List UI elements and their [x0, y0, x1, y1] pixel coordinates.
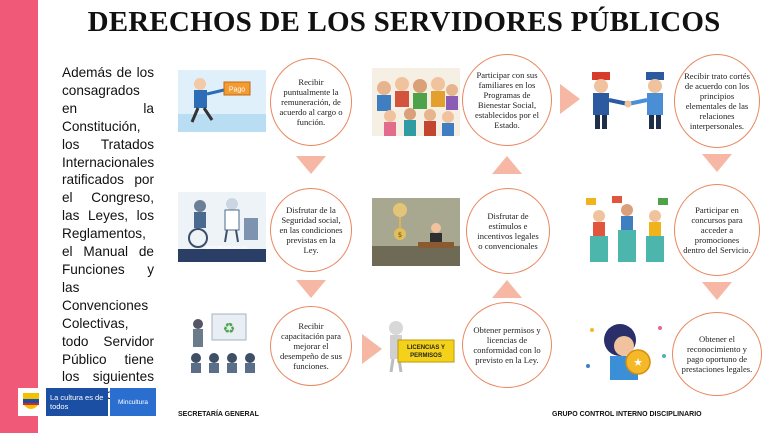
- bubble-text: Recibir trato cortés de acuerdo con los …: [684, 71, 750, 131]
- bubble-capacitacion: Recibir capacitación para mejorar el des…: [270, 306, 352, 386]
- ministry-name: Mincultura: [110, 388, 156, 416]
- bubble-text: Obtener el reconocimiento y pago oportun…: [681, 334, 753, 374]
- culture-logo: La cultura es de todos Mincultura: [18, 388, 156, 416]
- bubble-permisos: Obtener permisos y licencias de conformi…: [462, 302, 552, 388]
- bubble-remuneracion: Recibir puntualmente la remuneración, de…: [270, 58, 352, 146]
- bubble-bienestar: Participar con sus familiares en los Pro…: [462, 54, 552, 146]
- arrow-right-icon: [362, 334, 382, 364]
- bubble-text: Recibir capacitación para mejorar el des…: [279, 321, 343, 371]
- bubble-trato-cortes: Recibir trato cortés de acuerdo con los …: [674, 54, 760, 148]
- svg-text:$: $: [398, 231, 402, 239]
- bubble-seguridad-social: Disfrutar de la Seguridad social, en las…: [270, 188, 352, 272]
- bubble-text: Participar en concursos para acceder a p…: [683, 205, 751, 255]
- bubble-text: Recibir puntualmente la remuneración, de…: [279, 77, 343, 127]
- arrow-down-icon: [296, 280, 326, 298]
- bubble-concursos: Participar en concursos para acceder a p…: [674, 184, 760, 276]
- coat-of-arms-icon: [18, 388, 44, 416]
- svg-text:♻: ♻: [223, 321, 236, 337]
- social-security-illustration: SEGURIDAD SOCIAL: [178, 192, 266, 262]
- licenses-illustration: LICENCIAS Y PERMISOS: [384, 316, 458, 376]
- bubble-text: Disfrutar de la Seguridad social, en las…: [279, 205, 343, 255]
- arrow-down-icon: [296, 156, 326, 174]
- recognition-illustration: ★: [580, 316, 674, 386]
- seguridad-social-label: SEGURIDAD SOCIAL: [205, 245, 249, 250]
- bubble-prestaciones: Obtener el reconocimiento y pago oportun…: [672, 312, 762, 396]
- payment-illustration: Pago: [178, 70, 266, 132]
- arrow-right-icon: [560, 84, 580, 114]
- intro-text: Además de los consagrados en la Constitu…: [62, 65, 155, 402]
- incentives-illustration: $: [372, 198, 460, 266]
- training-illustration: ♻: [182, 310, 262, 376]
- bubble-estimulos: Disfrutar de estímulos e incentivos lega…: [466, 188, 550, 274]
- family-illustration: [372, 68, 460, 136]
- arrow-up-icon: [492, 280, 522, 298]
- contest-illustration: [582, 192, 672, 264]
- licencias-label: LICENCIAS Y PERMISOS: [407, 345, 445, 359]
- page-title: DERECHOS DE LOS SERVIDORES PÚBLICOS: [87, 6, 721, 38]
- footer-right: GRUPO CONTROL INTERNO DISCIPLINARIO: [552, 411, 702, 418]
- payment-tag-label: Pago: [229, 87, 245, 94]
- svg-text:★: ★: [633, 356, 643, 369]
- arrow-down-icon: [702, 282, 732, 300]
- arrow-up-icon: [492, 156, 522, 174]
- handshake-illustration: [586, 66, 670, 132]
- footer-left: SECRETARÍA GENERAL: [178, 411, 259, 418]
- accent-bar: [0, 0, 38, 433]
- bubble-text: Participar con sus familiares en los Pro…: [475, 70, 539, 130]
- culture-slogan: La cultura es de todos: [46, 388, 108, 416]
- bubble-text: Obtener permisos y licencias de conformi…: [473, 325, 541, 365]
- arrow-down-icon: [702, 154, 732, 172]
- bubble-text: Disfrutar de estímulos e incentivos lega…: [477, 211, 539, 251]
